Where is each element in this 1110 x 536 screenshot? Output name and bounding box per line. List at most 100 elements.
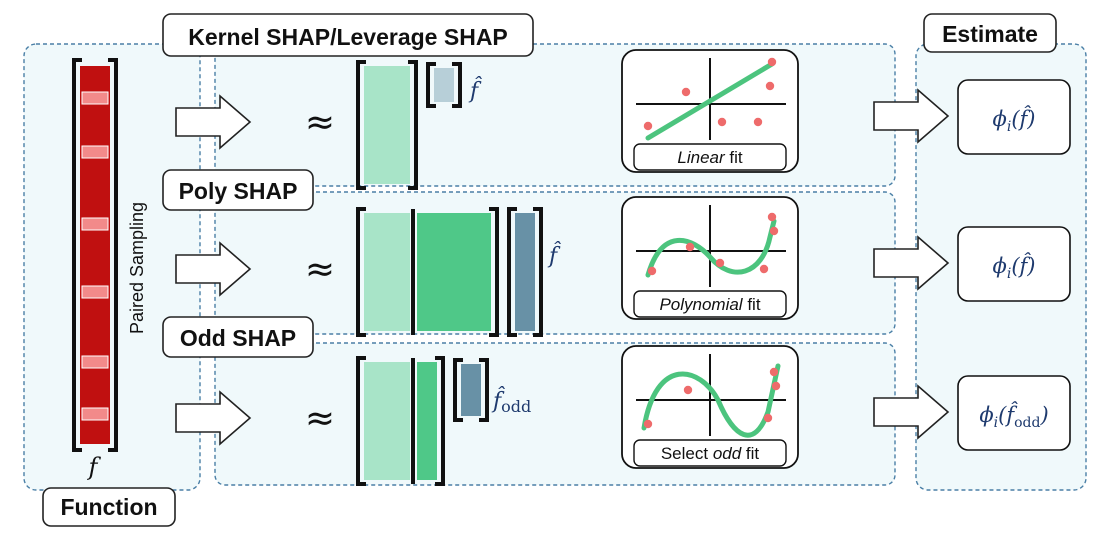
poly-estimate-sub: i <box>1007 266 1011 282</box>
svg-text:Estimate: Estimate <box>942 21 1038 47</box>
kernel-estimate-phi: ϕ <box>993 107 1007 131</box>
odd-input-arrow <box>175 390 252 446</box>
function-bracket-left <box>72 58 82 452</box>
poly-data-point-1 <box>685 242 695 252</box>
kernel-estimate-frame <box>957 79 1071 155</box>
odd-fit-panel: Select odd fit <box>621 345 799 469</box>
poly-fit-caption: Polynomial fit <box>633 290 787 318</box>
function-sample-1 <box>81 145 109 159</box>
kernel-caption-emph: Linear <box>677 148 726 167</box>
odd-matrix-bracket-left <box>356 356 366 486</box>
poly-matrix-block-1 <box>417 213 491 331</box>
kernel-approx-symbol: ≈ <box>305 102 335 143</box>
odd-estimate-text: ϕi(f̂odd) <box>979 402 1048 431</box>
kernel-data-point-3 <box>643 121 653 131</box>
poly-matrix-block-0 <box>364 213 410 331</box>
odd-caption-prefix: Select <box>661 444 713 463</box>
poly-approx-symbol: ≈ <box>305 249 335 290</box>
odd-estimate-box: ϕi(f̂odd) <box>957 375 1071 451</box>
kernel-caption-suffix: fit <box>725 148 743 167</box>
odd-estimate-frame <box>957 375 1071 451</box>
odd-data-point-0 <box>643 419 653 429</box>
odd-data-point-3 <box>771 381 781 391</box>
function-sample-2 <box>81 217 109 231</box>
poly-data-point-5 <box>767 212 777 222</box>
odd-matrix-bracket-right <box>435 356 445 486</box>
estimate-header: Estimate <box>923 13 1057 53</box>
odd-shap-header: Odd SHAP <box>162 316 314 358</box>
function-footer: Function <box>42 487 176 527</box>
poly-data-point-4 <box>769 226 779 236</box>
poly-matrix-bracket-left <box>356 207 366 337</box>
odd-coef-vector <box>461 364 481 416</box>
kernel-coef-vector <box>434 68 454 102</box>
kernel-fit-line <box>645 61 775 141</box>
odd-estimate-phi: ϕ <box>979 403 993 427</box>
kernel-output-arrow <box>873 88 950 144</box>
paired-sampling-label: Paired Sampling <box>127 202 147 334</box>
odd-fit-caption: Select odd fit <box>633 439 787 467</box>
odd-fit-caption-text: Select odd fit <box>661 444 760 463</box>
kernel-estimate-text: ϕi(f̂) <box>993 106 1036 135</box>
odd-approx-symbol: ≈ <box>305 398 335 439</box>
kernel-estimate-arg: (f̂) <box>1011 106 1035 131</box>
odd-estimate-sub: i <box>994 415 998 431</box>
poly-estimate-text: ϕi(f̂) <box>993 253 1036 282</box>
odd-caption-emph: odd <box>713 444 742 463</box>
poly-estimate-arg: (f̂) <box>1011 253 1035 278</box>
poly-fit-curve <box>645 218 777 278</box>
odd-fit-curve <box>641 363 781 438</box>
kernel-data-point-4 <box>717 117 727 127</box>
kernel-fit-caption-box <box>633 143 787 171</box>
function-vector <box>72 58 118 452</box>
poly-data-point-2 <box>715 258 725 268</box>
kernel-data-point-5 <box>753 117 763 127</box>
kernel-data-point-2 <box>765 81 775 91</box>
kernel-fit-caption: Linear fit <box>633 143 787 171</box>
odd-data-point-2 <box>763 413 773 423</box>
kernel-fit-caption-text: Linear fit <box>677 148 742 167</box>
svg-text:Odd SHAP: Odd SHAP <box>180 325 296 351</box>
function-panel <box>23 43 201 491</box>
poly-fit-caption-text: Polynomial fit <box>659 295 760 314</box>
poly-coef-vector <box>515 213 535 331</box>
odd-fit-caption-box <box>633 439 787 467</box>
odd-matrix-block-0 <box>364 362 410 480</box>
function-sample-0 <box>81 91 109 105</box>
odd-caption-suffix: fit <box>741 444 759 463</box>
poly-data-point-0 <box>647 266 657 276</box>
poly-input-arrow <box>175 241 252 297</box>
svg-text:Kernel SHAP/Leverage SHAP: Kernel SHAP/Leverage SHAP <box>188 24 508 50</box>
kernel-coef-bracket-left <box>426 62 436 108</box>
kernel-data-point-1 <box>681 87 691 97</box>
function-sample-4 <box>81 355 109 369</box>
poly-data-point-3 <box>759 264 769 274</box>
odd-matrix-block-1 <box>417 362 437 480</box>
odd-coef-bracket-right <box>479 358 489 422</box>
kernel-estimate-sub: i <box>1007 119 1011 135</box>
kernel-fit-panel: Linear fit <box>621 49 799 173</box>
kernel-matrix-bracket-right <box>408 60 418 190</box>
poly-estimate-phi: ϕ <box>993 254 1007 278</box>
kernel-input-arrow <box>175 94 252 150</box>
svg-text:Function: Function <box>60 494 157 520</box>
poly-fit-caption-box <box>633 290 787 318</box>
svg-text:Poly SHAP: Poly SHAP <box>179 178 298 204</box>
odd-fhat-sub: odd <box>501 397 531 416</box>
odd-estimate-argsub: odd <box>1014 415 1040 431</box>
odd-data-point-1 <box>683 385 693 395</box>
function-bracket-right <box>108 58 118 452</box>
kernel-coef-bracket-right <box>452 62 462 108</box>
function-vector-body <box>80 66 110 444</box>
poly-fit-panel: Polynomial fit <box>621 196 799 320</box>
odd-estimate-arg: (f̂ <box>998 402 1018 427</box>
odd-coef-bracket-left <box>453 358 463 422</box>
poly-estimate-box: ϕi(f̂) <box>957 226 1071 302</box>
poly-matrix-bracket-right <box>489 207 499 337</box>
kernel-data-point-0 <box>767 57 777 67</box>
poly-output-arrow <box>873 235 950 291</box>
poly-shap-header: Poly SHAP <box>162 169 314 211</box>
